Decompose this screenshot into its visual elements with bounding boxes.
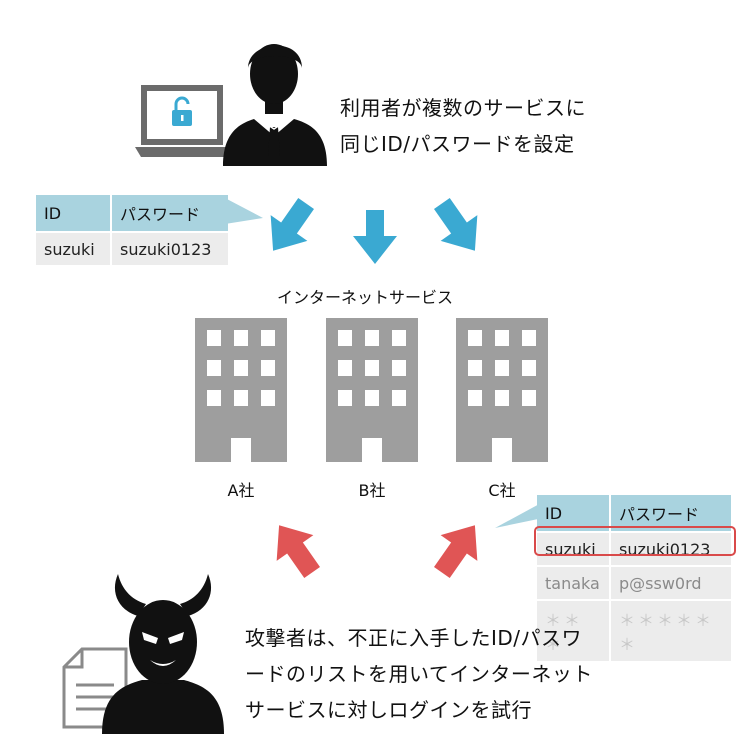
- table-header-row: ID パスワード: [36, 195, 228, 231]
- up-arrow-right: [434, 525, 478, 578]
- id-header: ID: [537, 495, 609, 531]
- down-arrow-center: [353, 210, 397, 264]
- user-icon: [223, 44, 327, 166]
- id-header: ID: [36, 195, 110, 231]
- table-row: suzuki suzuki0123: [36, 233, 228, 265]
- attacker-caption-line-3: サービスに対しログインを試行: [245, 698, 532, 722]
- devil-icon: [102, 574, 224, 734]
- table-cell-password: suzuki0123: [112, 233, 228, 265]
- laptop-lock-icon: [135, 85, 235, 157]
- table-cell-password: ＊＊＊＊＊＊: [611, 601, 731, 661]
- company-label-b: B社: [358, 481, 386, 500]
- callout-tail: [495, 502, 543, 528]
- table-row: suzuki suzuki0123: [537, 533, 731, 565]
- password-header: パスワード: [611, 495, 731, 531]
- table-cell-id: suzuki: [36, 233, 110, 265]
- callout-tail: [225, 198, 263, 224]
- table-cell-password: p@ssw0rd: [611, 567, 731, 599]
- table-cell-password: suzuki0123: [611, 533, 731, 565]
- service-title: インターネットサービス: [276, 288, 453, 307]
- user-credential-table: ID パスワード suzuki suzuki0123: [34, 193, 230, 267]
- table-cell-id: suzuki: [537, 533, 609, 565]
- table-cell-id: ＊＊＊: [537, 601, 609, 661]
- table-row: tanaka p@ssw0rd: [537, 567, 731, 599]
- down-arrow-right: [434, 198, 478, 251]
- table-cell-id: tanaka: [537, 567, 609, 599]
- table-header-row: ID パスワード: [537, 495, 731, 531]
- building-icon: [456, 318, 548, 462]
- table-row: ＊＊＊ ＊＊＊＊＊＊: [537, 601, 731, 661]
- company-label-a: A社: [227, 481, 255, 500]
- up-arrow-left: [276, 525, 320, 578]
- user-caption-line-2: 同じID/パスワードを設定: [340, 132, 575, 156]
- attacker-caption-line-1: 攻撃者は、不正に入手したID/パスワ: [245, 626, 583, 650]
- attacker-caption-line-2: ードのリストを用いてインターネット: [245, 662, 593, 686]
- password-header: パスワード: [112, 195, 228, 231]
- user-caption-line-1: 利用者が複数のサービスに: [340, 96, 586, 120]
- attacker-credential-table: ID パスワード suzuki suzuki0123 tanaka p@ssw0…: [535, 493, 733, 663]
- building-icon: [195, 318, 287, 462]
- company-label-c: C社: [488, 481, 516, 500]
- building-icon: [326, 318, 418, 462]
- highlighted-row-outline: [534, 526, 736, 556]
- down-arrow-left: [270, 198, 314, 251]
